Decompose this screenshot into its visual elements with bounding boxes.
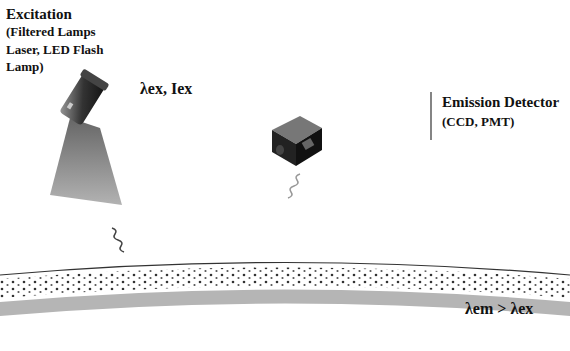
excitation-lamp	[50, 69, 122, 205]
bracket-line	[430, 92, 431, 140]
emission-wave	[288, 174, 300, 198]
source-list-label: (Filtered Lamps Laser, LED Flash Lamp)	[6, 23, 124, 76]
detector-label: Emission Detector	[442, 92, 559, 112]
heading-label: Excitation	[6, 4, 72, 24]
detector-type-label: (CCD, PMT)	[442, 113, 514, 131]
detector-camera	[272, 116, 322, 166]
wavelength-relation-label: λem > λex	[465, 298, 533, 320]
excitation-wave	[112, 228, 124, 252]
excitation-parameter-label: λex, Iex	[140, 78, 192, 100]
